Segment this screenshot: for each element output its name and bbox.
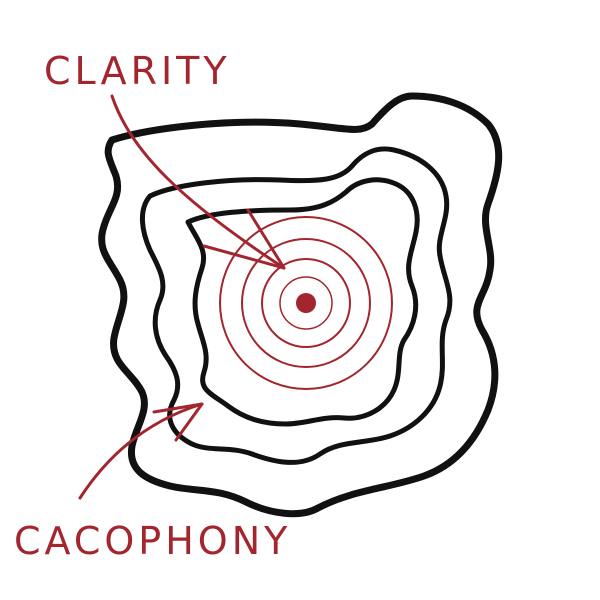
clarity-arrow (110, 94, 286, 270)
clarity-ring-4 (279, 276, 333, 330)
inner-chaos-ring (185, 177, 420, 427)
cacophony-arrowhead (152, 402, 204, 442)
clarity-arrowhead (202, 208, 286, 270)
clarity-ring-2 (241, 238, 371, 368)
clarity-ring-3 (261, 258, 351, 348)
outer-chaos-ring (98, 92, 503, 518)
clarity-center-dot (296, 293, 316, 313)
middle-chaos-ring (140, 146, 453, 465)
cacophony-arrow (78, 402, 204, 500)
clarity-ring-1 (219, 216, 393, 390)
clarity-label: CLARITY (44, 49, 231, 93)
cacophony-label: CACOPHONY (14, 519, 292, 563)
